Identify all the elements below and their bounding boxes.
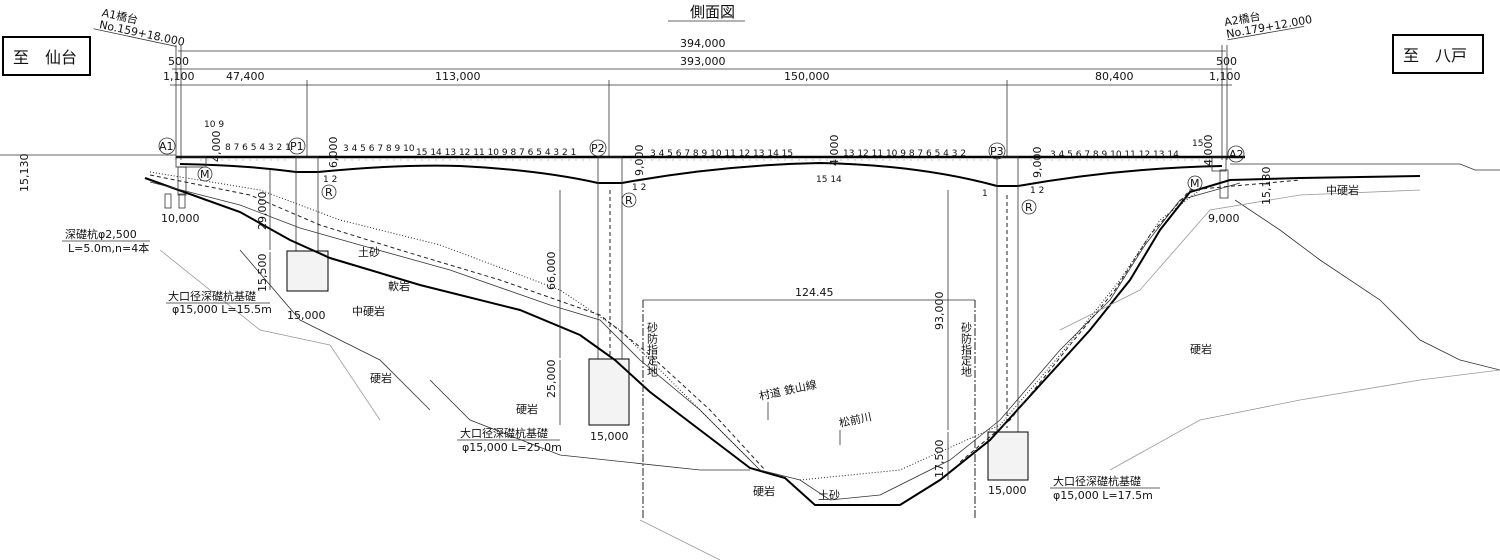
segments-p1-p2-a: 3 4 5 6 7 8 9 10 bbox=[343, 144, 415, 154]
dim-deck-mid: 4,000 bbox=[828, 135, 841, 167]
a2-name: A2橋台 bbox=[1223, 9, 1261, 29]
geology-medium-hard-right: 中硬岩 bbox=[1326, 183, 1359, 197]
rigid-p3: R bbox=[1025, 201, 1033, 214]
segments-p3-under-left: 1 bbox=[982, 189, 988, 199]
dim-end-left-500: 500 bbox=[168, 55, 189, 68]
geology-hard-rock-3: 硬岩 bbox=[753, 484, 775, 498]
rigid-p1: R bbox=[325, 186, 333, 199]
segments-a2-top: 15 bbox=[1192, 139, 1203, 149]
bearing-movable-a2: M bbox=[1190, 177, 1200, 190]
direction-box-right: 至 八戸 bbox=[1392, 34, 1484, 74]
p1-foundation-type: 大口径深礎杭基礎 bbox=[168, 289, 256, 303]
dim-span-4: 80,400 bbox=[1095, 70, 1134, 83]
segments-p1-under: 1 2 bbox=[323, 175, 337, 185]
p3-foundation-width: 15,000 bbox=[988, 484, 1027, 497]
a1-station: No.159+18.000 bbox=[98, 18, 186, 49]
segments-p2-p3-a: 3 4 5 6 7 8 9 10 11 12 13 14 15 bbox=[650, 149, 793, 159]
river-label: 松前川 bbox=[838, 409, 873, 430]
dim-total: 394,000 bbox=[680, 37, 726, 50]
dim-end-left: 1,100 bbox=[163, 70, 195, 83]
p2-foundation-type: 大口径深礎杭基礎 bbox=[460, 426, 548, 440]
dim-end-right-500: 500 bbox=[1216, 55, 1237, 68]
segments-a1-top: 10 9 bbox=[204, 120, 224, 130]
bridge-deck bbox=[176, 155, 1245, 187]
road-label: 村道 鉄山線 bbox=[758, 377, 818, 403]
segments-p1-p2-b: 15 14 13 12 11 10 9 8 7 6 5 4 3 2 1 bbox=[416, 148, 576, 158]
dim-deck-p2: 9,000 bbox=[633, 145, 646, 177]
segments-p2-p3-b: 13 12 11 10 9 8 7 6 5 4 3 2 bbox=[843, 149, 966, 159]
dimension-lines: 394,000 393,000 500 500 1,100 1,100 47,4… bbox=[163, 37, 1241, 160]
dim-p3-foundation: 17,500 bbox=[933, 440, 946, 479]
dim-span-1: 47,400 bbox=[226, 70, 265, 83]
direction-box-left: 至 仙台 bbox=[2, 36, 91, 76]
pier-p2 bbox=[588, 156, 630, 426]
segments-mid-under: 15 14 bbox=[816, 175, 842, 185]
geology-soft-rock: 軟岩 bbox=[388, 279, 410, 293]
pier-p1 bbox=[286, 156, 329, 292]
pier-p3 bbox=[987, 156, 1029, 481]
dim-deck-a2: 4,000 bbox=[1202, 135, 1215, 167]
ground-profile bbox=[144, 171, 1500, 560]
direction-right-label: 至 八戸 bbox=[1403, 46, 1467, 65]
a1-foundation-type: 深礎杭φ2,500 bbox=[65, 227, 137, 241]
geology-hard-rock-right: 硬岩 bbox=[1190, 342, 1212, 356]
a1-foundation-width: 10,000 bbox=[161, 212, 200, 225]
a1-station-label: A1橋台 No.159+18.000 bbox=[93, 5, 186, 49]
dim-span-3: 150,000 bbox=[784, 70, 830, 83]
dim-p1-foundation: 15,500 bbox=[256, 254, 269, 293]
segments-p3-a2: 3 4 5 6 7 8 9 10 11 12 13 14 bbox=[1050, 150, 1179, 160]
a2-station-label: A2橋台 No.179+12.000 bbox=[1223, 9, 1313, 41]
p2-foundation-spec: φ15,000 L=25.0m bbox=[462, 441, 562, 454]
geology-soil-left: 土砂 bbox=[358, 246, 380, 259]
dim-p2-foundation: 25,000 bbox=[545, 360, 558, 399]
segments-p2-under: 1 2 bbox=[632, 183, 646, 193]
support-a2: A2 bbox=[1229, 148, 1244, 161]
p3-foundation-type: 大口径深礎杭基礎 bbox=[1053, 474, 1141, 488]
direction-left-label: 至 仙台 bbox=[13, 48, 77, 67]
p3-foundation-spec: φ15,000 L=17.5m bbox=[1053, 489, 1153, 502]
dim-p2-pier: 66,000 bbox=[545, 252, 558, 291]
dim-a1-height: 15,130 bbox=[18, 154, 31, 193]
geology-soil-valley: 土砂 bbox=[818, 489, 840, 502]
segments-p3-under: 1 2 bbox=[1030, 186, 1044, 196]
p1-foundation-spec: φ15,000 L=15.5m bbox=[172, 303, 272, 316]
erosion-control-label-left: 砂防指定地 bbox=[646, 322, 659, 377]
a2-foundation-width: 9,000 bbox=[1208, 212, 1240, 225]
dim-bridge: 393,000 bbox=[680, 55, 726, 68]
support-a1: A1 bbox=[159, 140, 174, 153]
geology-hard-rock-2: 硬岩 bbox=[516, 402, 538, 416]
rigid-p2: R bbox=[625, 194, 633, 207]
bearing-movable-a1: M bbox=[200, 168, 210, 181]
support-p3: P3 bbox=[990, 145, 1004, 158]
support-p1: P1 bbox=[290, 140, 304, 153]
dim-p1-pier: 29,000 bbox=[256, 192, 269, 231]
geology-hard-rock-1: 硬岩 bbox=[370, 371, 392, 385]
geology-medium-hard-left: 中硬岩 bbox=[352, 304, 385, 318]
p2-foundation-width: 15,000 bbox=[590, 430, 629, 443]
drawing-title: 側面図 bbox=[690, 3, 735, 21]
dim-end-right: 1,100 bbox=[1209, 70, 1241, 83]
a1-foundation-spec: L=5.0m,n=4本 bbox=[68, 241, 149, 255]
dim-p3-pier: 93,000 bbox=[933, 292, 946, 331]
dim-deck-p3: 9,000 bbox=[1031, 147, 1044, 179]
dim-deck-a1: 4,000 bbox=[210, 131, 223, 163]
segments-a1-p1: 8 7 6 5 4 3 2 1 bbox=[225, 143, 291, 153]
p1-foundation-width: 15,000 bbox=[287, 309, 326, 322]
dim-a2-height: 15,130 bbox=[1260, 167, 1273, 206]
dim-span-2: 113,000 bbox=[435, 70, 481, 83]
erosion-control-label-right: 砂防指定地 bbox=[960, 322, 973, 377]
support-p2: P2 bbox=[591, 142, 605, 155]
dim-river-width: 124.45 bbox=[795, 286, 834, 299]
dim-deck-p1: 6,000 bbox=[327, 137, 340, 169]
